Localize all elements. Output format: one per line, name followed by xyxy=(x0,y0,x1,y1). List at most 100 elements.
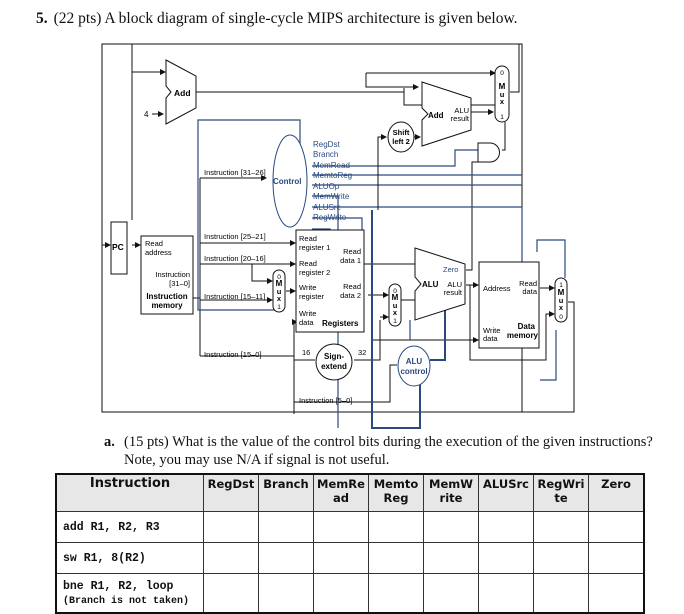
control-signal-memread: MemRead xyxy=(313,161,350,170)
alusrc-mux xyxy=(388,283,402,327)
answer-cell[interactable] xyxy=(478,573,534,614)
alusrc-mux-label-zero: 0 xyxy=(393,288,397,295)
alu-zero: Zero xyxy=(443,265,458,274)
memtoreg-mux-label-m: M xyxy=(558,288,565,297)
answer-cell[interactable] xyxy=(478,542,534,574)
pc-source-mux-label-u: u xyxy=(500,90,505,99)
pc-source-mux-label-m: M xyxy=(499,82,506,91)
answer-cell[interactable] xyxy=(588,573,645,614)
control-signal-regdst: RegDst xyxy=(313,140,340,149)
bits-32: 32 xyxy=(358,348,366,357)
control-signal-aluop: ALUOp xyxy=(313,182,340,191)
alu xyxy=(414,247,466,321)
control-unit xyxy=(272,134,308,228)
answer-cell[interactable] xyxy=(258,573,314,614)
answer-cell[interactable] xyxy=(313,573,369,614)
instruction-memory xyxy=(140,235,194,315)
sign-extend xyxy=(315,343,353,381)
header-instruction: Instruction xyxy=(55,474,204,512)
memtoreg-mux-label-u: u xyxy=(559,296,564,305)
answer-cell[interactable] xyxy=(423,542,479,574)
answer-cell[interactable] xyxy=(368,573,424,614)
control-label: Control xyxy=(273,177,301,186)
pc-source-mux-label-zero: 0 xyxy=(500,70,504,77)
control-signal-alusrc: ALUSrc xyxy=(313,203,341,212)
alusrc-mux-label-x: x xyxy=(393,308,398,317)
question-title: 5.(22 pts) A block diagram of single-cyc… xyxy=(36,10,518,28)
answer-cell[interactable] xyxy=(423,511,479,543)
subquestion-text: (15 pts) What is the value of the contro… xyxy=(124,434,653,468)
answer-cell[interactable] xyxy=(258,511,314,543)
answer-cell[interactable] xyxy=(533,573,589,614)
subquestion-label: a. xyxy=(104,434,115,450)
answer-cell[interactable] xyxy=(423,573,479,614)
header-regdst: RegDst xyxy=(203,474,259,512)
control-signal-labels: RegDstBranchMemReadMemtoRegALUOpMemWrite… xyxy=(313,140,352,222)
table-row: bne R1, R2, loop(Branch is not taken) xyxy=(55,573,645,614)
alu-label: ALU xyxy=(422,280,439,289)
regdst-mux-label-zero: 0 xyxy=(277,274,281,281)
dm-address: Address xyxy=(483,284,511,293)
answer-cell[interactable] xyxy=(533,542,589,574)
table-row: add R1, R2, R3 xyxy=(55,511,645,543)
header-alusrc: ALUSrc xyxy=(478,474,534,512)
answer-cell[interactable] xyxy=(258,542,314,574)
field-31-26: Instruction [31–26] xyxy=(204,168,266,177)
pc-source-mux xyxy=(494,65,510,123)
question-text: (22 pts) A block diagram of single-cycle… xyxy=(53,10,518,27)
instruction-note: (Branch is not taken) xyxy=(63,595,190,607)
memtoreg-mux-label-x: x xyxy=(559,303,564,312)
answer-cell[interactable] xyxy=(588,542,645,574)
pc-source-mux-label-one: 1 xyxy=(500,114,504,121)
table-header-row: Instruction RegDst Branch MemRe ad Memto… xyxy=(55,474,645,512)
header-branch: Branch xyxy=(258,474,314,512)
pc-register xyxy=(110,221,128,275)
answer-cell[interactable] xyxy=(203,542,259,574)
answer-cell[interactable] xyxy=(588,511,645,543)
table-row: sw R1, 8(R2) xyxy=(55,542,645,574)
pc-label: PC xyxy=(112,242,124,252)
im-instruction-out: Instruction[31–0] xyxy=(155,270,190,288)
instruction-text: add R1, R2, R3 xyxy=(63,520,160,534)
instruction-cell: sw R1, 8(R2) xyxy=(55,542,204,574)
field-15-11: Instruction [15–11] xyxy=(204,292,265,301)
pc-adder-label: Add xyxy=(174,88,191,98)
pc-adder xyxy=(165,59,197,125)
field-15-0: Instruction [15–0] xyxy=(204,350,262,359)
answer-cell[interactable] xyxy=(313,511,369,543)
constant-four: 4 xyxy=(144,110,149,119)
subquestion-a: a. (15 pts) What is the value of the con… xyxy=(104,433,674,469)
regdst-mux-label-u: u xyxy=(277,287,282,296)
answer-cell[interactable] xyxy=(313,542,369,574)
answer-cell[interactable] xyxy=(533,511,589,543)
field-20-16: Instruction [20–16] xyxy=(204,254,266,263)
answer-cell[interactable] xyxy=(203,511,259,543)
registers-name: Registers xyxy=(322,319,359,328)
answer-cell[interactable] xyxy=(368,542,424,574)
header-memtoreg: Memto Reg xyxy=(368,474,424,512)
header-memwrite: MemW rite xyxy=(423,474,479,512)
data-memory xyxy=(478,261,540,349)
memtoreg-mux-label-zero: 0 xyxy=(559,314,563,321)
pc-source-mux-label-x: x xyxy=(500,97,505,106)
control-signal-regwrite: RegWrite xyxy=(313,213,347,222)
alusrc-mux-label-m: M xyxy=(392,293,399,302)
answer-cell[interactable] xyxy=(478,511,534,543)
answer-cell[interactable] xyxy=(203,573,259,614)
answer-cell[interactable] xyxy=(368,511,424,543)
instruction-cell: bne R1, R2, loop(Branch is not taken) xyxy=(55,573,204,614)
field-5-0: Instruction [5–0] xyxy=(299,396,352,405)
alusrc-mux-label-u: u xyxy=(393,301,398,310)
